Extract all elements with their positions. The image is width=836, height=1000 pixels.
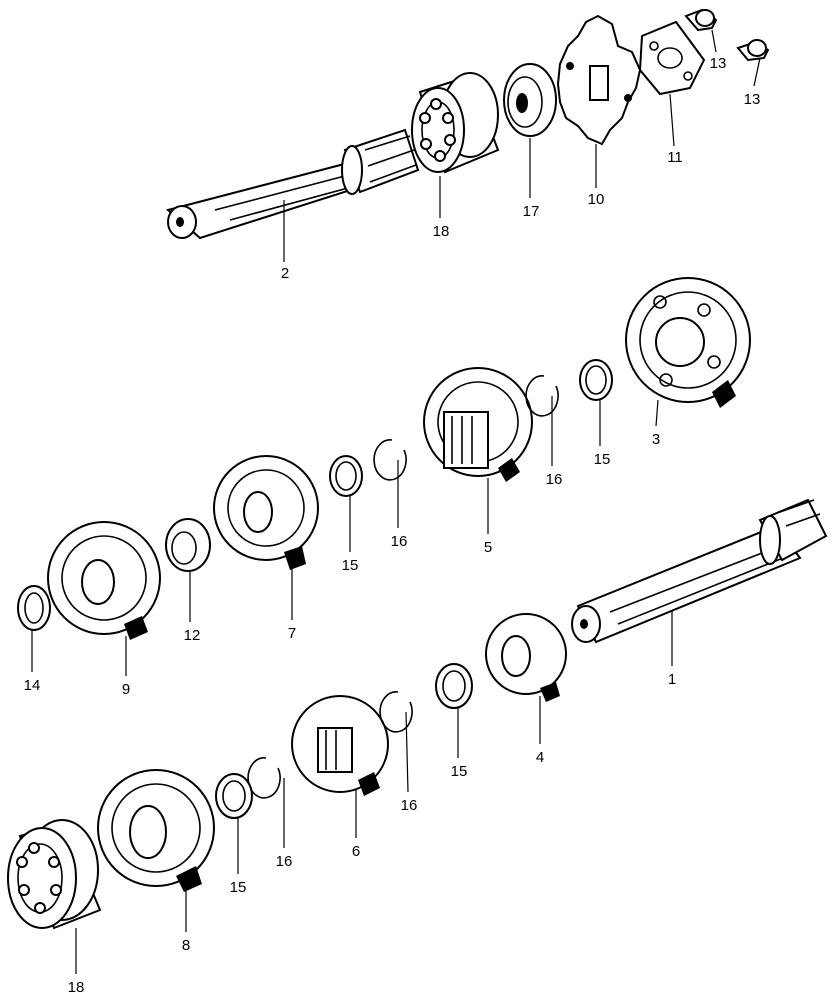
callout-8: 8 xyxy=(182,937,190,954)
mainshaft-part-1 xyxy=(571,498,828,644)
callout-17: 17 xyxy=(523,203,540,220)
callout-11: 11 xyxy=(667,149,683,166)
leader-lines xyxy=(31,29,761,974)
oil-seal-part-17 xyxy=(503,63,557,137)
gear-part-8 xyxy=(97,769,215,892)
callout-6: 6 xyxy=(352,843,360,860)
bushing-part-12 xyxy=(165,518,211,572)
callout-18-bottom: 18 xyxy=(68,979,85,996)
callout-4: 4 xyxy=(536,749,544,766)
gear-part-3 xyxy=(625,277,751,408)
bearing-part-18-top xyxy=(411,72,500,174)
callout-13-a: 13 xyxy=(710,55,727,72)
callout-2: 2 xyxy=(281,265,289,282)
callout-13-b: 13 xyxy=(744,91,761,108)
gear-part-6 xyxy=(291,695,389,796)
washer-part-14 xyxy=(17,585,51,631)
gear-part-9 xyxy=(47,521,161,640)
bearing-part-18-bottom xyxy=(7,819,102,930)
drive-sprocket-part-10 xyxy=(556,14,642,146)
bolt-part-13-b xyxy=(736,39,770,62)
circlip-part-16-b xyxy=(525,375,559,417)
gear-part-7 xyxy=(213,455,319,570)
callout-labels: 2 18 17 10 11 13 13 3 15 16 5 16 15 7 12… xyxy=(24,55,761,996)
callout-12: 12 xyxy=(184,627,201,644)
callout-3: 3 xyxy=(652,431,660,448)
callout-15-d: 15 xyxy=(230,879,247,896)
callout-5: 5 xyxy=(484,539,492,556)
circlip-part-16-c xyxy=(379,691,413,733)
callout-16-d: 16 xyxy=(276,853,293,870)
callout-16-a: 16 xyxy=(391,533,408,550)
callout-18-top: 18 xyxy=(433,223,450,240)
callout-10: 10 xyxy=(588,191,605,208)
countershaft-part-2 xyxy=(165,128,420,240)
washer-part-15-d xyxy=(215,773,253,819)
washer-part-15-c xyxy=(435,663,473,709)
washer-part-15-b xyxy=(579,359,613,401)
callout-14: 14 xyxy=(24,677,41,694)
callout-16-b: 16 xyxy=(546,471,563,488)
callout-15-c: 15 xyxy=(451,763,468,780)
bolt-part-13-a xyxy=(684,8,718,32)
circlip-part-16-d xyxy=(247,757,281,799)
callout-1: 1 xyxy=(668,671,676,688)
callout-9: 9 xyxy=(122,681,130,698)
callout-7: 7 xyxy=(288,625,296,642)
washer-part-15-a xyxy=(329,455,363,497)
fixing-plate-part-11 xyxy=(638,20,706,96)
gear-part-5 xyxy=(423,367,533,482)
callout-16-c: 16 xyxy=(401,797,418,814)
gear-part-4 xyxy=(485,613,567,702)
callout-15-b: 15 xyxy=(594,451,611,468)
circlip-part-16-a xyxy=(373,439,407,481)
callout-15-a: 15 xyxy=(342,557,359,574)
